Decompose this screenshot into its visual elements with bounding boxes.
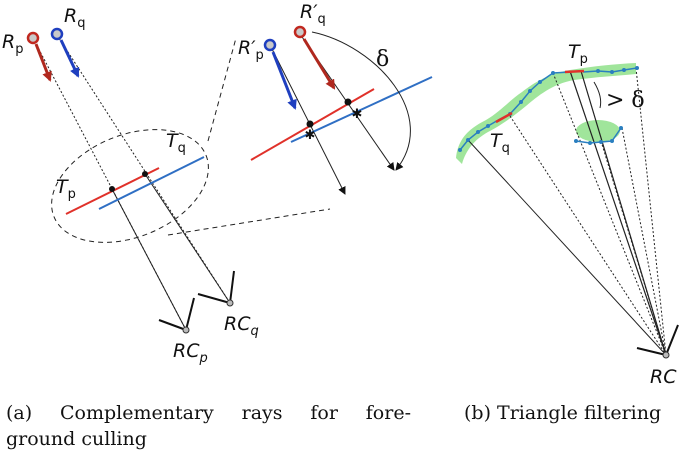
rp-label: Rp (2, 31, 23, 57)
caption-b: (b) Triangle filtering (464, 402, 662, 424)
proj-line-8 (635, 67, 667, 356)
b-triangle-tq-red (495, 111, 513, 124)
ray-p-dotted (32, 37, 187, 331)
rqp-origin-point (293, 25, 307, 39)
rp-origin-point (26, 31, 40, 45)
caption-a-line2: ground culling (6, 428, 147, 450)
b-delta-label: > δ (606, 88, 645, 113)
b-triangle-tp-red (564, 69, 585, 74)
camera-rcq-point (226, 299, 234, 307)
b-rc-label: RC (650, 366, 677, 388)
zoom-guide-top (207, 37, 237, 142)
zoom-guide-bottom (167, 208, 331, 236)
rq-origin-point (50, 27, 64, 41)
delta-label: δ (376, 47, 389, 72)
tq-label: Tq (166, 130, 186, 156)
intersection-q (142, 171, 148, 177)
proj-line-1 (467, 139, 667, 356)
camera-rc (636, 324, 679, 356)
rpp-origin-point (263, 38, 277, 52)
inset-hit-p (306, 120, 314, 128)
camera-rcp (158, 297, 195, 331)
caption-a-line1: (a) Complementary rays for fore- (6, 402, 411, 424)
proj-line-7 (621, 127, 667, 356)
b-tp-label: Tp (568, 41, 588, 67)
triangle-tq-blue (98, 156, 205, 210)
rpp-direction-arrow (271, 51, 297, 110)
inset-star-q: ✱ (352, 107, 363, 122)
rqp-direction-arrow (302, 38, 336, 90)
camera-rcp-point (182, 326, 190, 334)
inset-triangle-blue (290, 76, 433, 143)
rcp-label: RCp (173, 340, 208, 366)
b-angle-arc (593, 81, 602, 109)
proj-line-2 (509, 115, 667, 356)
proj-line-6 (600, 140, 667, 356)
mesh-vertices (458, 66, 639, 152)
panel-a: Rp Rq Tq Tp RCp RCq (2, 5, 331, 366)
proj-line-3 (552, 72, 667, 356)
inset-star-p: ✱ (305, 128, 316, 143)
camera-rcq (197, 270, 235, 304)
rpp-label: R′p (238, 37, 264, 63)
rq-direction-arrow (59, 39, 80, 78)
rqp-label: R′q (300, 1, 326, 27)
proj-line-4 (569, 70, 667, 356)
camera-rc-point (662, 351, 670, 359)
b-tq-label: Tq (490, 130, 510, 156)
delta-arc (311, 31, 411, 171)
ray-p-solid (111, 188, 187, 331)
green-surface-blob (576, 120, 620, 142)
inset-ray-p (269, 44, 346, 195)
panel-b: Tp Tq > δ RC (456, 41, 679, 388)
ray-q-solid (144, 173, 231, 304)
tp-label: Tp (56, 176, 76, 202)
proj-line-5 (580, 70, 667, 356)
rcq-label: RCq (224, 313, 259, 339)
green-surface-band (456, 63, 636, 164)
zoom-ellipse (51, 129, 209, 243)
inset-hit-q (344, 98, 352, 106)
intersection-p (109, 186, 115, 192)
rp-direction-arrow (34, 43, 52, 82)
panel-a-inset: R′p R′q ✱ ✱ δ (238, 1, 433, 195)
rq-label: Rq (64, 5, 85, 31)
